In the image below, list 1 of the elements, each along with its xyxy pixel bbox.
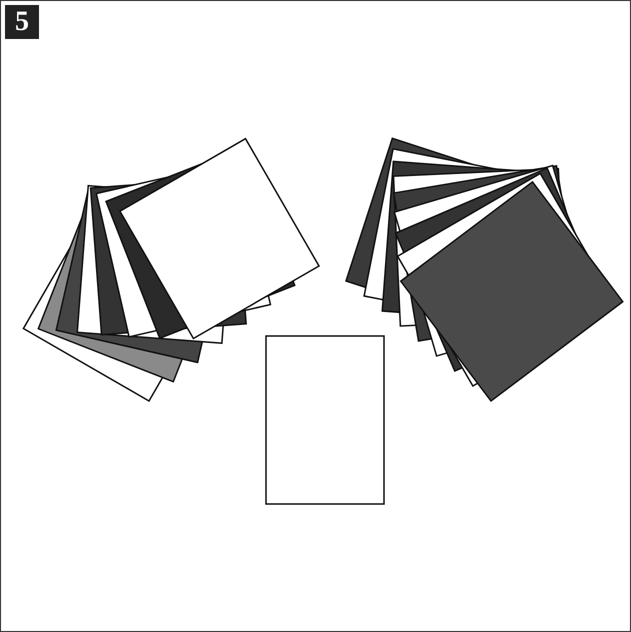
step-number: 5 xyxy=(5,5,39,39)
